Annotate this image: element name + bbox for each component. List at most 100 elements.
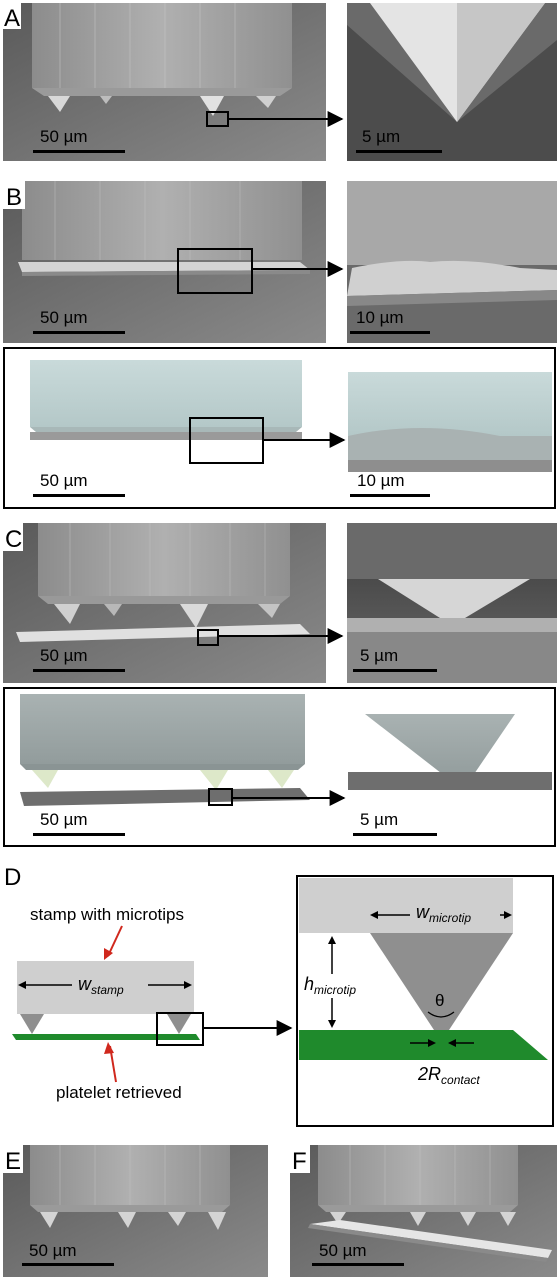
arrowhead: [18, 981, 26, 989]
letter-bg: [3, 523, 23, 551]
stamp-striations: [54, 181, 241, 260]
letter-bg: [3, 3, 21, 29]
sim-tip-zoom: [365, 714, 515, 780]
microtip: [40, 1212, 58, 1228]
scale-bar-label: 10 µm: [357, 471, 405, 490]
theta-arc: [427, 1011, 455, 1018]
microtip: [118, 1212, 136, 1228]
sim-contact-zoom: [348, 428, 552, 460]
scale-bar: [356, 150, 442, 153]
label-bg: [410, 900, 500, 924]
letter-bg: [290, 1145, 310, 1173]
sim-stamp-edge: [30, 427, 302, 432]
tip-zoom: [378, 579, 530, 618]
microtip: [48, 96, 70, 112]
scale-bar-label: 5 µm: [360, 810, 398, 829]
microtip: [100, 96, 112, 104]
platelet: [16, 624, 310, 642]
stamp-bottom-edge: [32, 88, 292, 96]
arrowhead: [428, 1039, 436, 1047]
panel-letter-e: E: [5, 1148, 21, 1175]
microtip: [104, 604, 122, 616]
panel-d: D stamp with microtips wstamp platelet r…: [4, 864, 554, 1127]
stamp-striations: [349, 1145, 491, 1205]
panel-letter-b: B: [6, 184, 22, 211]
panel-f: 50 µm F: [290, 1145, 557, 1277]
w-microtip-label: wmicrotip: [416, 902, 471, 925]
scale-bar-label: 50 µm: [319, 1241, 367, 1260]
sim-platelet-zoom: [348, 460, 552, 472]
letter-bg: [3, 1145, 23, 1173]
label-stamp-with-microtips: stamp with microtips: [30, 905, 184, 924]
scale-bar-label: 50 µm: [40, 127, 88, 146]
r-contact-label: 2Rcontact: [417, 1064, 480, 1087]
platelet-zoom: [347, 260, 557, 296]
scale-bar: [350, 494, 430, 497]
scale-bar: [312, 1263, 404, 1266]
microtip: [208, 1212, 226, 1230]
schematic-platelet: [12, 1034, 200, 1040]
microtip: [54, 604, 80, 624]
microtip: [330, 1212, 346, 1224]
scale-bar-label: 50 µm: [40, 308, 88, 327]
theta-label: θ: [435, 991, 444, 1010]
h-microtip-label: hmicrotip: [304, 974, 356, 997]
microtip: [168, 1212, 186, 1226]
platelet-edge: [22, 270, 310, 276]
zoom-box: [197, 629, 219, 646]
stamp-striations: [59, 1145, 201, 1205]
panel-e-stamp: [30, 1145, 230, 1205]
stamp-zoom: [347, 523, 557, 579]
arrowhead: [448, 1039, 456, 1047]
panel-b: 50 µm 10 µm B 50 µm 10 µm: [3, 181, 557, 509]
sim-microtip: [268, 770, 294, 788]
tip-zoom-facet: [457, 3, 545, 122]
platelet: [310, 1220, 552, 1258]
scale-bar: [22, 1263, 114, 1266]
stamp-bottom-edge: [38, 596, 290, 604]
panel-letter-c: C: [5, 526, 22, 553]
microtip: [460, 1212, 476, 1226]
sim-microtip: [32, 770, 58, 788]
arrowhead: [328, 1020, 336, 1028]
letter-bg: [3, 181, 25, 209]
scale-bar-label: 50 µm: [29, 1241, 77, 1260]
stamp-bottom-edge: [30, 1205, 230, 1212]
sim-stamp: [30, 360, 302, 427]
schematic-microtip: [20, 1014, 44, 1034]
platelet-edge: [308, 1224, 548, 1262]
stamp-striations: [59, 3, 236, 88]
scale-bar: [33, 331, 125, 334]
scale-bar-label: 10 µm: [356, 308, 404, 327]
scale-bar-label: 50 µm: [40, 471, 88, 490]
w-stamp-label: wstamp: [78, 974, 124, 997]
scale-bar-label: 5 µm: [362, 127, 400, 146]
microtip: [180, 604, 208, 628]
scale-bar: [33, 494, 125, 497]
sim-stamp-edge: [20, 764, 305, 770]
red-arrowhead: [104, 1042, 114, 1054]
panel-letter-f: F: [292, 1148, 307, 1175]
arrowhead: [370, 911, 378, 919]
microtip: [200, 96, 224, 116]
scale-bar: [350, 331, 430, 334]
microtip: [500, 1212, 516, 1226]
inset-microtip: [370, 933, 513, 1030]
zoom-box: [177, 248, 253, 294]
scale-bar-label: 5 µm: [360, 646, 398, 665]
label-bg: [72, 972, 148, 996]
platelet-zoom: [347, 618, 557, 632]
arrowhead: [504, 911, 512, 919]
scale-bar-label: 50 µm: [40, 646, 88, 665]
panel-b-stamp: [22, 181, 302, 260]
arrowhead: [328, 936, 336, 944]
panel-a-stamp: [32, 3, 292, 88]
panel-f-stamp: [318, 1145, 518, 1205]
microtip: [256, 96, 276, 108]
microtip: [258, 604, 280, 618]
sim-platelet: [20, 788, 310, 806]
arrowhead: [184, 981, 192, 989]
panel-c: 50 µm 5 µm C 50 µm 5 µm: [3, 523, 557, 847]
panel-a: 50 µm 5 µm A: [3, 3, 557, 161]
